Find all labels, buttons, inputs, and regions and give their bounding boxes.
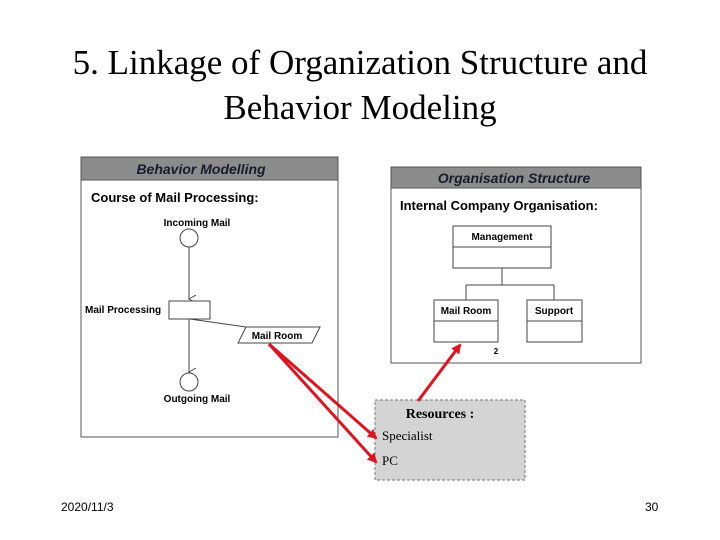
slide-title: 5. Linkage of Organization Structure and… xyxy=(0,40,720,130)
page-number: 30 xyxy=(645,500,659,514)
mail-processing-label: Mail Processing xyxy=(85,305,161,316)
management-label: Management xyxy=(471,232,533,243)
behavior-header: Behavior Modelling xyxy=(136,161,266,177)
resources-box xyxy=(374,399,526,481)
arrow-role-to-pc xyxy=(267,342,378,464)
resources-title: Resources : xyxy=(406,407,475,422)
behavior-subtitle: Course of Mail Processing: xyxy=(91,190,259,205)
organisation-panel: Organisation Structure Internal Company … xyxy=(390,166,642,364)
function-to-role-link xyxy=(189,318,247,328)
mail-processing-function xyxy=(168,300,211,320)
mail-room-role-label: Mail Room xyxy=(252,331,303,342)
footer-date: 2020/11/3 xyxy=(61,500,114,514)
organisation-header-bar xyxy=(390,166,642,189)
behavior-header-bar xyxy=(80,156,339,181)
linkage-arrows xyxy=(267,342,462,464)
resource-pc: PC xyxy=(382,453,398,468)
slide-title-line-2: Behavior Modeling xyxy=(223,88,497,127)
organisation-subtitle: Internal Company Organisation: xyxy=(400,198,598,213)
mail-room-unit-label: Mail Room xyxy=(441,306,492,317)
mail-room-role xyxy=(237,326,321,344)
behavior-panel: Behavior Modelling Course of Mail Proces… xyxy=(80,156,339,438)
incoming-mail-event xyxy=(179,228,199,248)
outgoing-mail-label: Outgoing Mail xyxy=(164,394,231,405)
resource-specialist: Specialist xyxy=(382,428,433,443)
outgoing-mail-event xyxy=(179,372,199,392)
behavior-panel-border xyxy=(80,156,339,438)
support-label: Support xyxy=(535,306,574,317)
slide-title-line-1: 5. Linkage of Organization Structure and xyxy=(72,43,648,82)
incoming-mail-label: Incoming Mail xyxy=(164,218,231,229)
organisation-header: Organisation Structure xyxy=(438,170,591,186)
arrow-resources-to-mail-room xyxy=(416,343,462,402)
resources-panel: Resources : Specialist PC xyxy=(374,399,526,481)
arrow-role-to-specialist xyxy=(268,342,378,440)
position-count: 2 xyxy=(494,347,499,356)
